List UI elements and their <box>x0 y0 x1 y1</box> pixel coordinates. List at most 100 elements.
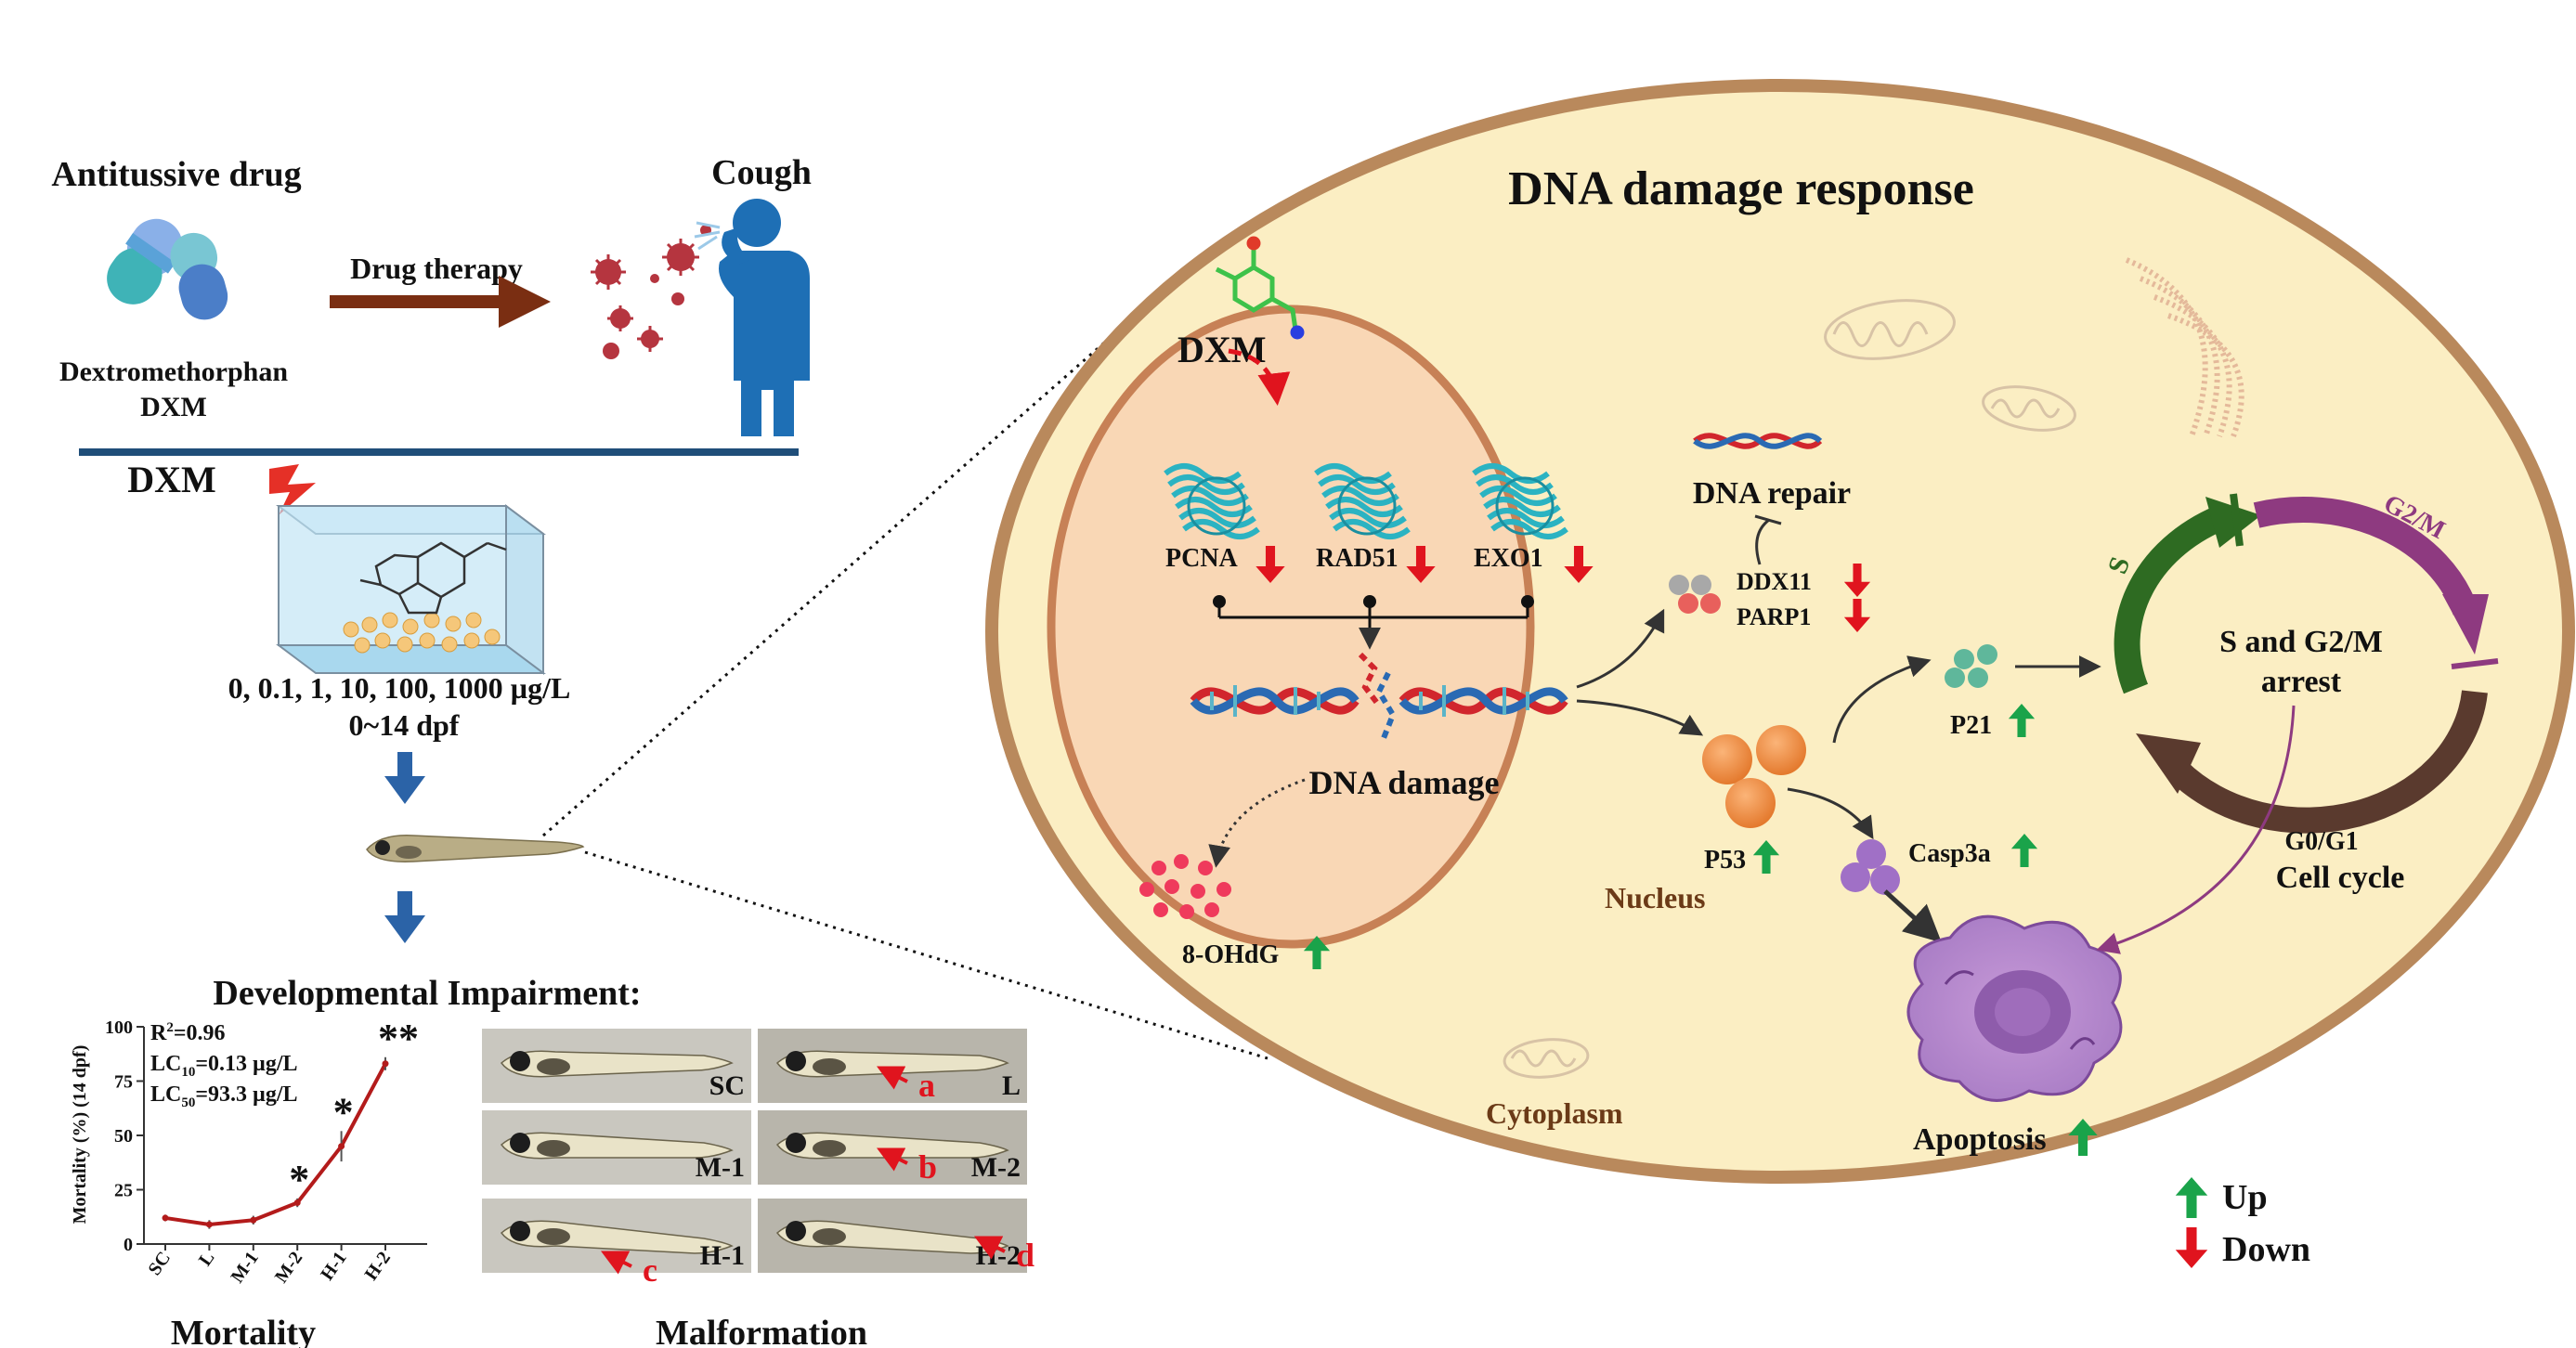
dna-repair-label: DNA repair <box>1693 476 1851 511</box>
repair-gene-label: PARP1 <box>1737 603 1811 630</box>
developmental-title: Developmental Impairment: <box>213 974 641 1013</box>
arrest-label-line1: S and G2/M <box>2219 625 2383 659</box>
up-arrow-icon <box>2010 834 2038 867</box>
down-arrow-icon <box>2175 1227 2208 1268</box>
malformation-group-label: SC <box>709 1070 745 1101</box>
legend-up-arrow <box>2175 1177 2208 1218</box>
malformation-marker-label: b <box>918 1148 937 1186</box>
tank-icon <box>276 504 546 675</box>
p21-label: P21 <box>1950 711 1992 740</box>
malformation-group-label: M-1 <box>696 1152 745 1183</box>
cell-cycle-diagram: S G2/M S and G2/M arrest G0/G1 Cell cycl… <box>2096 489 2499 954</box>
p53-to-casp3a-arrow <box>1787 787 1874 840</box>
nucleus-label: Nucleus <box>1605 881 1705 914</box>
g2m-phase-arrowhead <box>2442 594 2489 655</box>
arrest-label-line2: arrest <box>2261 665 2342 699</box>
drug-name: Dextromethorphan <box>59 356 288 387</box>
damage-to-repair-arrow <box>1576 608 1665 689</box>
p53-indicator <box>1752 840 1780 874</box>
cough-title: Cough <box>711 153 812 192</box>
p21-protein-icon <box>1945 644 1997 688</box>
p53-protein-icon <box>1702 725 1806 828</box>
fit-annotation: LC50=93.3 µg/L <box>150 1082 298 1110</box>
protein-down-arrow <box>1255 546 1285 583</box>
legend-down-label: Down <box>2222 1230 2310 1269</box>
apoptosis-indicator <box>2068 1119 2098 1156</box>
capsule-icon <box>107 218 228 320</box>
drug-abbrev: DXM <box>140 392 207 422</box>
dna-helix-icon <box>1190 652 1568 740</box>
malformation-photo: H-2d <box>756 1197 1034 1275</box>
malformation-photo: H-1c <box>480 1197 753 1289</box>
left-panel: Antitussive drug Cough Drug therapy <box>51 153 1034 1348</box>
x-tick-label: SC <box>144 1248 175 1279</box>
cell-diagram: DNA damage response Nucleus Cytoplasm <box>985 79 2575 1184</box>
y-tick-label: 25 <box>114 1181 133 1201</box>
concentrations-label: 0, 0.1, 1, 10, 100, 1000 µg/L <box>228 671 571 705</box>
protein-label: EXO1 <box>1474 544 1543 573</box>
casp3a-indicator <box>2010 834 2038 867</box>
down-arrow-icon <box>384 891 425 943</box>
ohdg-label: 8-OHdG <box>1182 940 1279 969</box>
mortality-chart: Mortality (%) (14 dpf) R2=0.96LC10=0.13 … <box>70 1016 427 1287</box>
y-axis-label: Mortality (%) (14 dpf) <box>70 1045 90 1225</box>
y-tick-label: 75 <box>114 1072 133 1093</box>
malformation-group-label: M-2 <box>971 1152 1021 1183</box>
malformation-photo: La <box>756 1027 1029 1105</box>
s-phase-arc <box>2114 502 2232 694</box>
data-point <box>382 1060 389 1068</box>
significance-marker: * <box>333 1089 354 1134</box>
malformation-marker-label: a <box>918 1067 935 1104</box>
zebrafish-larva-icon <box>500 1050 734 1078</box>
y-tick-label: 50 <box>114 1126 133 1147</box>
protein-structure-icon <box>1472 463 1568 539</box>
protein-down-arrow <box>1406 546 1436 583</box>
zoom-line-bottom <box>584 850 1268 1060</box>
g0g1-phase-label: G0/G1 <box>2284 827 2358 856</box>
x-tick-label: M-2 <box>271 1248 306 1287</box>
dxm-molecule-icon <box>1215 236 1305 340</box>
significance-marker: ** <box>378 1016 419 1061</box>
repair-protein-icon <box>1669 575 1721 614</box>
data-point <box>205 1221 213 1228</box>
x-tick-label: H-1 <box>317 1248 351 1284</box>
up-arrow-icon <box>2068 1119 2098 1156</box>
dxm-cell-label: DXM <box>1177 329 1267 370</box>
malformation-group-label: H-1 <box>700 1240 745 1271</box>
drug-therapy-label: Drug therapy <box>350 252 523 285</box>
repair-gene-down-arrow <box>1843 599 1871 632</box>
g0g1-phase-arrowhead <box>2136 733 2201 794</box>
fit-annotation: R2=0.96 <box>150 1020 226 1045</box>
x-tick-label: L <box>195 1248 219 1270</box>
nucleus <box>1047 305 1535 949</box>
p53-label: P53 <box>1704 846 1746 875</box>
zebrafish-larva-icon <box>366 835 585 862</box>
up-arrow-icon <box>1303 936 1331 969</box>
up-arrow-icon <box>1752 840 1780 874</box>
malformation-pointer-arrow <box>876 1147 908 1172</box>
malformation-photo: M-2 b <box>756 1108 1029 1186</box>
cell-cycle-title: Cell cycle <box>2276 861 2405 895</box>
data-point <box>250 1216 257 1224</box>
ohdg-dots-icon <box>1139 854 1231 919</box>
repair-gene-label: DDX11 <box>1737 568 1812 595</box>
repair-inhibit-line <box>1755 518 1770 565</box>
ohdg-indicator <box>1303 936 1331 969</box>
x-tick-label: H-2 <box>361 1248 396 1284</box>
legend-up-label: Up <box>2222 1178 2268 1217</box>
protein-down-arrow <box>1564 546 1594 583</box>
apoptosis-label: Apoptosis <box>1913 1122 2047 1157</box>
significance-marker: * <box>289 1157 309 1202</box>
malformation-title: Malformation <box>656 1314 867 1348</box>
up-arrow-icon <box>2008 704 2036 737</box>
dxm-entry-arrow <box>1228 348 1291 406</box>
virus-icon <box>591 225 711 359</box>
casp3a-protein-icon <box>1841 839 1900 895</box>
damage-to-p53-arrow <box>1576 699 1704 736</box>
g0g1-phase-arc <box>2168 690 2488 834</box>
zebrafish-larva-icon <box>775 1220 1009 1254</box>
down-arrow-icon <box>384 752 425 804</box>
